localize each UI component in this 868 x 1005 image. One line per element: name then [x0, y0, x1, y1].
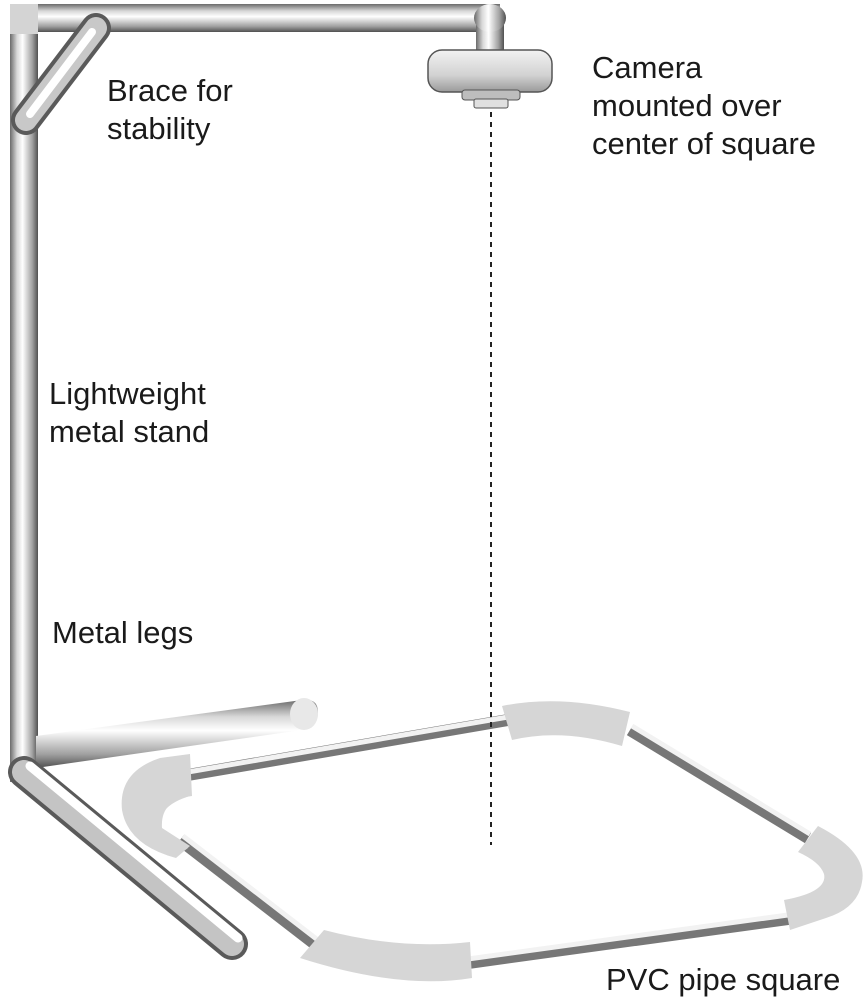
pvc-joint-bottom-center [300, 930, 472, 982]
tube-elbow [474, 4, 506, 32]
label-camera-line-3: center of square [592, 126, 817, 161]
pvc-rod-top [186, 714, 510, 781]
label-legs: Metal legs [52, 614, 193, 652]
label-camera: Camera mounted over center of square [592, 49, 816, 163]
pvc-joint-top-left-clean [121, 754, 192, 858]
label-stand-line-2: metal stand [49, 414, 210, 449]
label-pvc: PVC pipe square [606, 961, 840, 999]
camera-body [427, 49, 553, 93]
metal-leg-back [36, 698, 318, 768]
pvc-rod-right [626, 723, 812, 844]
pvc-joint-top-center [502, 701, 630, 746]
camera-lens [473, 98, 509, 109]
stand-post [10, 20, 38, 782]
label-brace: Brace for stability [107, 72, 233, 148]
label-pvc-line-1: PVC pipe square [606, 962, 841, 997]
stand-corner [10, 4, 38, 34]
pvc-joint-right [784, 826, 863, 930]
label-camera-line-2: mounted over [592, 88, 782, 123]
pvc-rod-bottom [467, 911, 796, 969]
metal-stand [8, 4, 506, 960]
label-stand: Lightweight metal stand [49, 375, 209, 451]
pvc-pipe-square [121, 701, 863, 982]
label-brace-line-1: Brace for [107, 73, 233, 108]
label-camera-line-1: Camera [592, 50, 703, 85]
label-brace-line-2: stability [107, 111, 211, 146]
metal-leg-front [8, 756, 248, 960]
pvc-rod-left [176, 834, 325, 953]
label-stand-line-1: Lightweight [49, 376, 206, 411]
stability-brace [11, 13, 111, 135]
label-legs-line-1: Metal legs [52, 615, 194, 650]
camera [427, 49, 553, 109]
